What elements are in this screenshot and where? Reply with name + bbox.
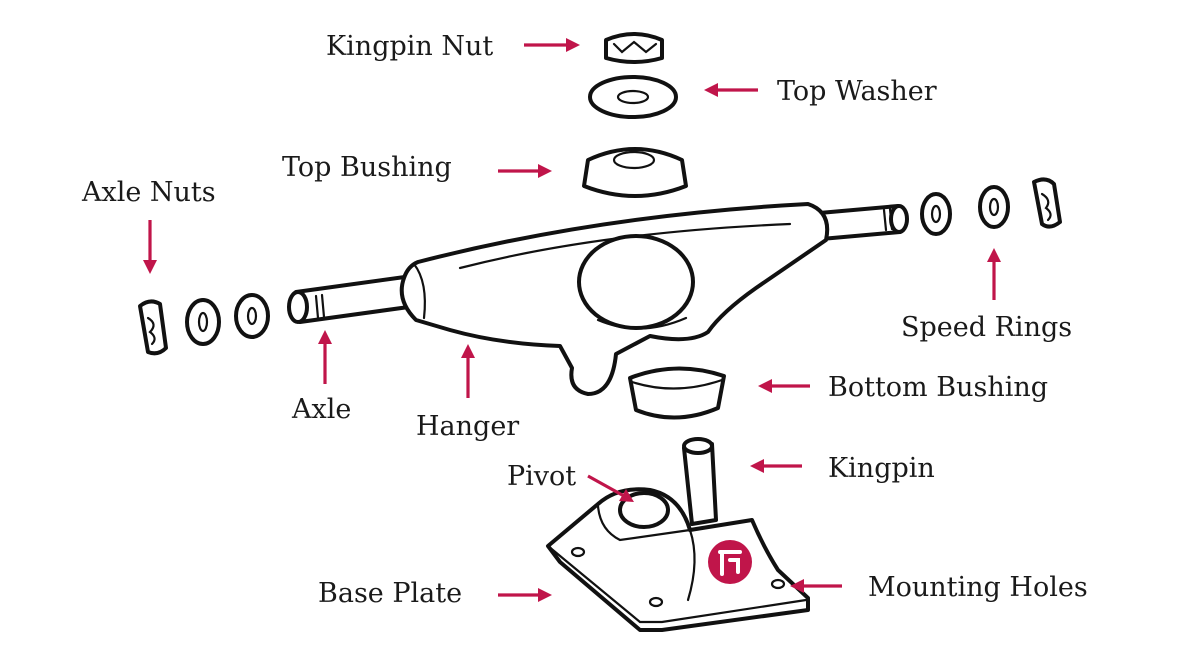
axle-nut-left-part (138, 299, 168, 356)
brand-logo-mark (718, 550, 742, 576)
arrow-base-plate (498, 588, 552, 602)
axle-nut-right-part (1032, 177, 1062, 229)
kingpin-nut-part (604, 32, 664, 64)
label-mounting-holes: Mounting Holes (868, 572, 1088, 603)
label-axle-nuts: Axle Nuts (81, 177, 216, 208)
label-top-bushing: Top Bushing (282, 152, 452, 183)
mounting-hole-3 (770, 578, 786, 590)
arrow-kingpin-nut (524, 38, 580, 52)
top-bushing-part (582, 147, 688, 198)
arrow-axle-nuts (143, 220, 157, 274)
axle-right-part (806, 204, 909, 242)
arrow-top-washer (704, 83, 758, 97)
arrow-top-bushing (498, 164, 552, 178)
arrow-axle (318, 330, 332, 384)
label-hanger: Hanger (416, 411, 519, 442)
arrow-hanger (461, 344, 475, 398)
arrow-pivot (587, 474, 634, 502)
speed-ring-left-2-part (234, 293, 270, 339)
label-axle: Axle (291, 394, 351, 425)
arrow-mounting-holes (790, 579, 842, 593)
label-bottom-bushing: Bottom Bushing (828, 372, 1048, 403)
mounting-hole-1 (570, 546, 586, 558)
label-kingpin-nut: Kingpin Nut (326, 31, 493, 62)
label-top-washer: Top Washer (777, 76, 937, 107)
arrow-bottom-bushing (758, 379, 810, 393)
speed-ring-right-2-part (978, 185, 1010, 229)
speed-ring-left-1-part (185, 298, 221, 346)
speed-ring-right-1-part (920, 192, 952, 236)
mounting-hole-2 (648, 596, 664, 608)
bottom-bushing-part (628, 366, 726, 420)
label-speed-rings: Speed Rings (901, 312, 1072, 343)
axle-left-part (287, 274, 418, 324)
top-washer-part (588, 75, 678, 119)
arrow-kingpin (750, 459, 802, 473)
label-pivot: Pivot (507, 461, 576, 492)
kingpin-part (682, 437, 718, 526)
label-kingpin: Kingpin (828, 453, 935, 484)
arrow-speed-rings (987, 248, 1001, 300)
hanger-part (399, 202, 830, 396)
base-plate-part (546, 487, 810, 632)
label-base-plate: Base Plate (318, 578, 462, 609)
